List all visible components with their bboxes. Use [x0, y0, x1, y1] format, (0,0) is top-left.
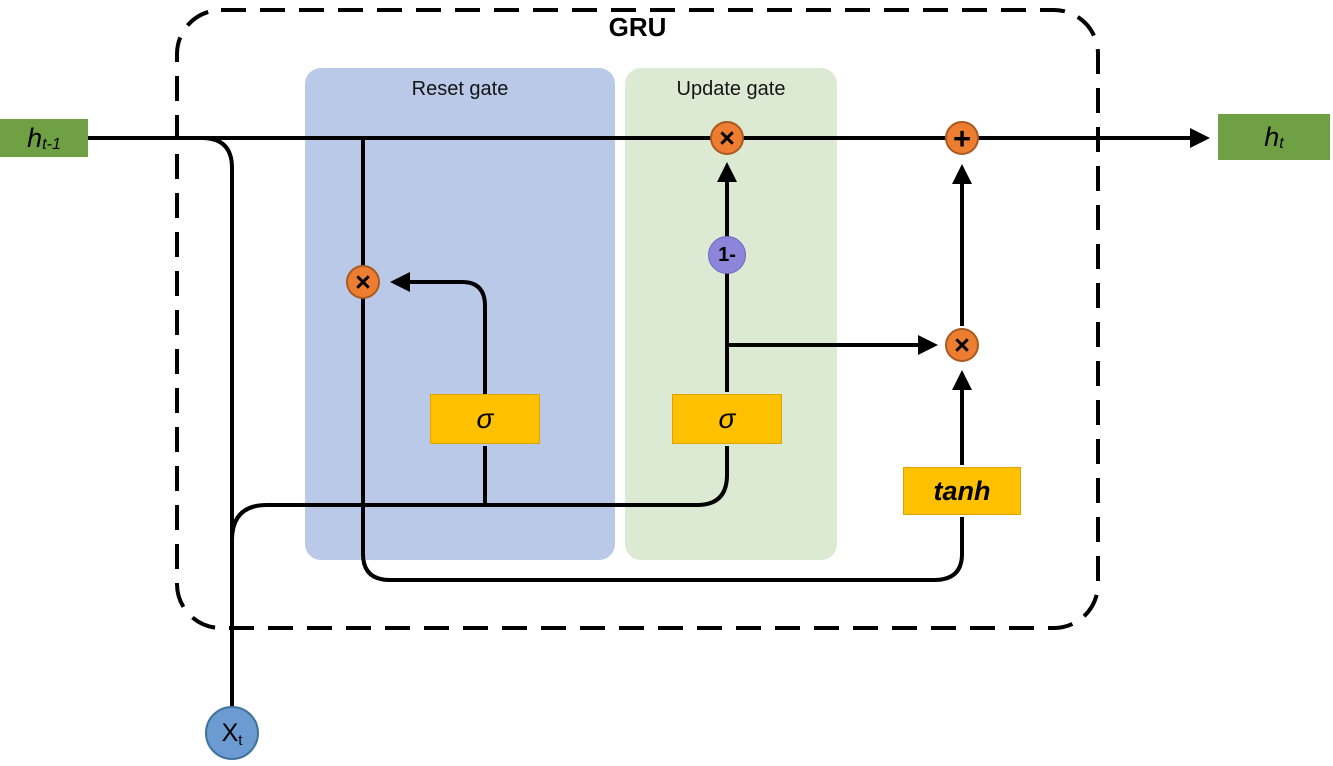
- sigma-reset-box: σ: [430, 394, 540, 444]
- multiply-update-node: ×: [710, 121, 744, 155]
- h-prev-subscript: t-1: [42, 136, 61, 153]
- multiply-candidate-node: ×: [945, 328, 979, 362]
- gru-cell-boundary: [175, 8, 1100, 630]
- wire-xt-input: [201, 136, 234, 706]
- one-minus-label: 1-: [718, 243, 736, 266]
- sigma-update-label: σ: [718, 403, 736, 434]
- wire-reset-path-to-tanh: [361, 140, 964, 582]
- tanh-label: tanh: [933, 475, 991, 506]
- multiply-icon: ×: [719, 122, 735, 153]
- reset-gate-label: Reset gate: [411, 78, 509, 100]
- sigma-reset-label: σ: [476, 403, 494, 434]
- x-input-label: X: [221, 718, 239, 747]
- h-next-label: h: [1264, 121, 1280, 152]
- x-input-subscript: t: [238, 731, 243, 749]
- tanh-box: tanh: [903, 467, 1021, 515]
- one-minus-node: 1-: [708, 236, 746, 274]
- h-next-subscript: t: [1279, 135, 1284, 152]
- wire-gate-inputs: [230, 446, 729, 541]
- reset-gate-region: Reset gate: [305, 68, 615, 560]
- h-prev-label: h: [27, 122, 43, 153]
- diagram-title: GRU: [608, 12, 667, 42]
- plus-icon: +: [952, 120, 972, 156]
- wire-sigma-reset-output: [390, 272, 487, 394]
- multiply-reset-node: ×: [346, 265, 380, 299]
- update-gate-label: Update gate: [676, 78, 786, 100]
- add-node: +: [945, 121, 979, 155]
- multiply-icon: ×: [954, 329, 970, 360]
- multiply-icon: ×: [355, 266, 371, 297]
- sigma-update-box: σ: [672, 394, 782, 444]
